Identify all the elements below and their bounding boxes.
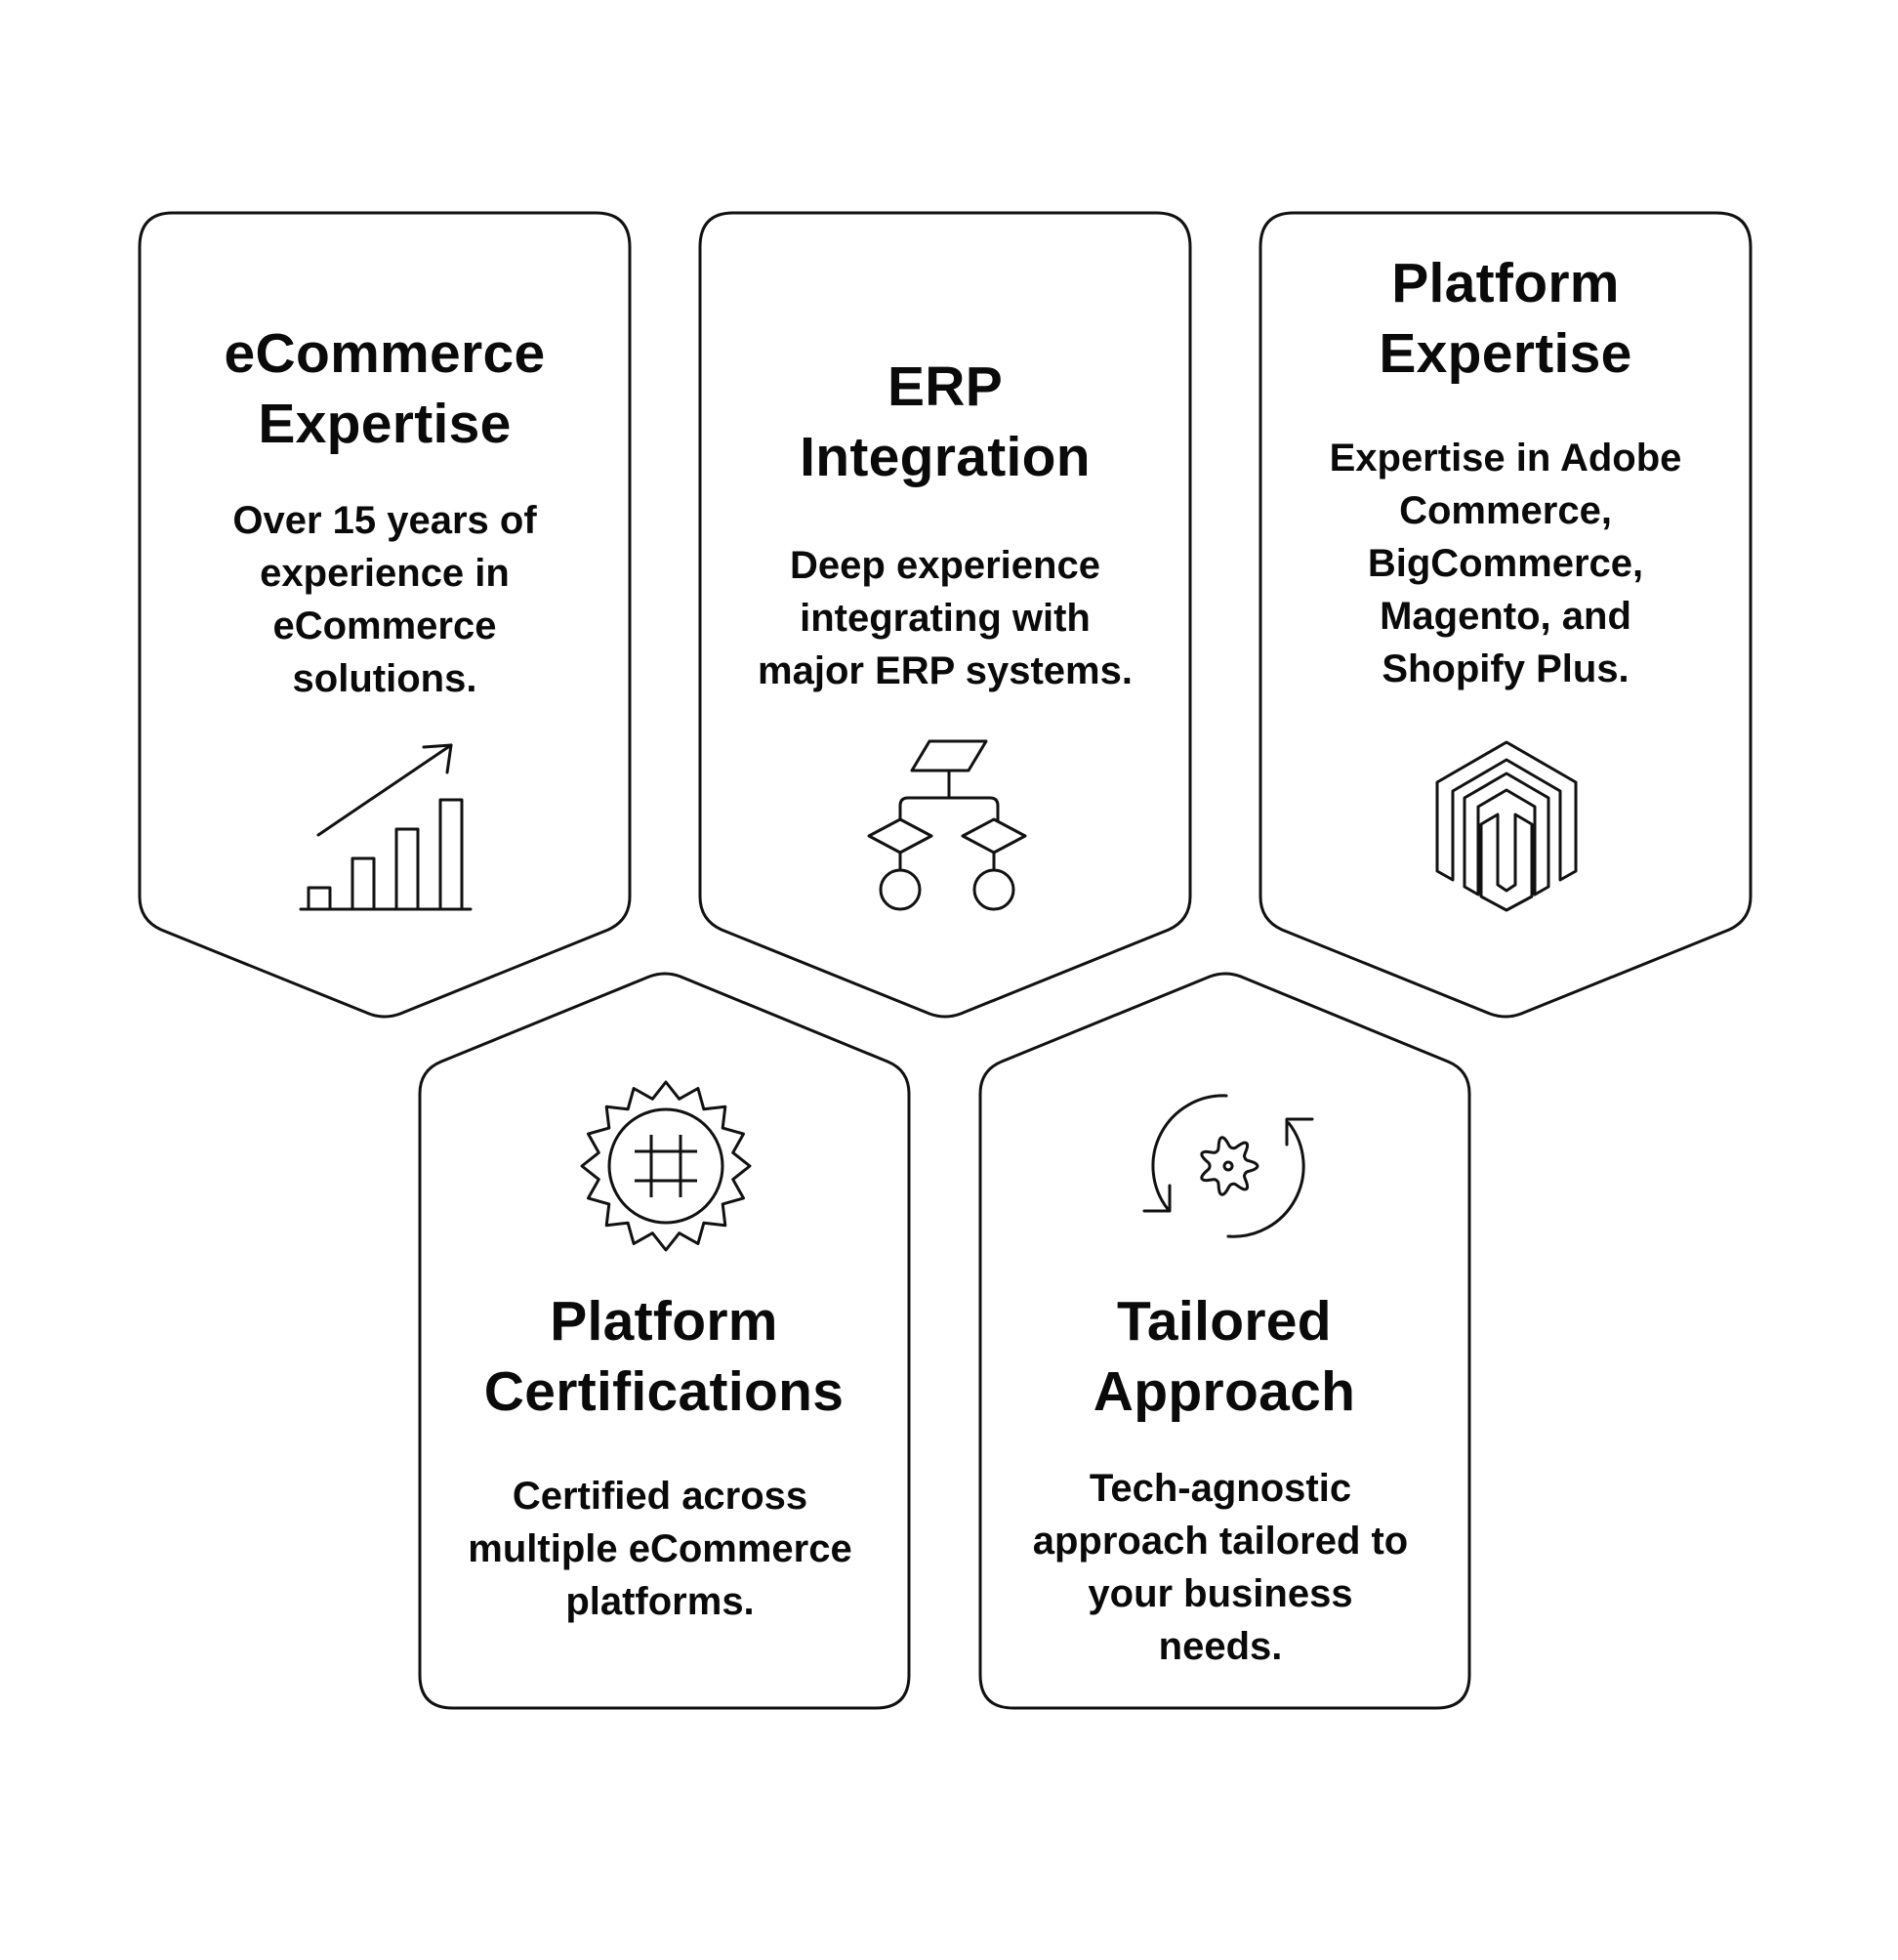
card-ecommerce-expertise: eCommerce Expertise: [139, 318, 631, 459]
magento-logo-icon: [1433, 738, 1580, 914]
card-outline-ecommerce-expertise: [138, 211, 632, 1019]
card-title: Platform Expertise: [1259, 248, 1752, 389]
title-line: Integration: [800, 426, 1091, 488]
desc-line: BigCommerce,: [1367, 542, 1644, 585]
desc-line: needs.: [1158, 1625, 1283, 1668]
desc-line: Over 15 years of: [232, 499, 537, 542]
desc-line: approach tailored to: [1032, 1520, 1409, 1563]
title-line: Platform: [550, 1290, 778, 1353]
card-desc-ecommerce-expertise: Over 15 years of experience in eCommerce…: [139, 494, 631, 705]
card-desc-platform-expertise: Expertise in Adobe Commerce, BigCommerce…: [1259, 432, 1752, 695]
card-outline-erp-integration: [698, 211, 1192, 1019]
desc-line: experience in: [260, 552, 510, 595]
growth-chart-icon: [293, 737, 478, 915]
card-title: Tailored Approach: [978, 1286, 1470, 1427]
desc-line: Magento, and: [1380, 595, 1631, 638]
title-line: Approach: [1093, 1360, 1356, 1423]
title-line: Certifications: [483, 1360, 845, 1423]
card-tailored-approach: Tailored Approach: [978, 1286, 1470, 1427]
gear-refresh-icon: [1140, 1088, 1316, 1244]
desc-line: your business: [1088, 1572, 1353, 1615]
title-line: Tailored: [1117, 1290, 1332, 1353]
title-line: Expertise: [1379, 322, 1632, 385]
desc-line: Certified across: [512, 1475, 808, 1518]
card-outline-platform-expertise: [1258, 211, 1753, 1019]
card-title: eCommerce Expertise: [139, 318, 631, 459]
desc-line: platforms.: [565, 1580, 755, 1623]
card-desc-erp-integration: Deep experience integrating with major E…: [699, 539, 1191, 697]
card-erp-integration: ERP Integration: [699, 352, 1191, 492]
card-desc-platform-certifications: Certified across multiple eCommerce plat…: [414, 1470, 906, 1628]
card-outline-platform-certifications: [418, 972, 911, 1710]
card-title: ERP Integration: [699, 352, 1191, 492]
card-title: Platform Certifications: [418, 1286, 910, 1427]
desc-line: Tech-agnostic: [1089, 1467, 1352, 1510]
title-line: Platform: [1391, 252, 1620, 314]
title-line: Expertise: [258, 393, 512, 455]
card-desc-tailored-approach: Tech-agnostic approach tailored to your …: [974, 1462, 1466, 1673]
desc-line: solutions.: [292, 657, 477, 700]
certificate-badge-icon: [578, 1078, 754, 1254]
desc-line: Expertise in Adobe: [1329, 437, 1682, 480]
card-outline-tailored-approach: [978, 972, 1471, 1710]
desc-line: Deep experience: [790, 544, 1100, 587]
title-line: ERP: [887, 355, 1004, 418]
desc-line: integrating with: [800, 597, 1091, 640]
desc-line: Shopify Plus.: [1382, 647, 1630, 690]
card-platform-certifications: Platform Certifications: [418, 1286, 910, 1427]
desc-line: multiple eCommerce: [468, 1527, 852, 1570]
desc-line: Commerce,: [1399, 489, 1612, 532]
desc-line: eCommerce: [272, 605, 497, 647]
flowchart-icon: [861, 737, 1027, 915]
desc-line: major ERP systems.: [758, 649, 1133, 692]
card-platform-expertise: Platform Expertise: [1259, 248, 1752, 389]
title-line: eCommerce: [224, 322, 546, 385]
